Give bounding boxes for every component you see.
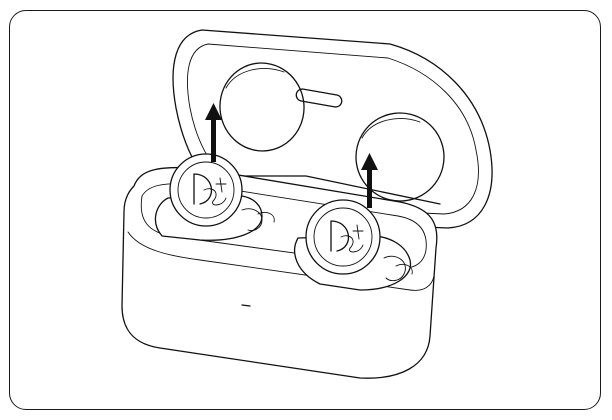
right-earbud bbox=[294, 199, 413, 291]
lid-right-cavity bbox=[355, 112, 445, 202]
left-earbud bbox=[154, 153, 275, 241]
left-lift-arrow bbox=[205, 103, 222, 162]
left-earbud-logo bbox=[193, 173, 227, 206]
right-earbud-logo bbox=[330, 220, 364, 253]
lid-slot bbox=[295, 88, 343, 108]
case-hinge bbox=[227, 175, 441, 205]
status-led bbox=[241, 304, 251, 307]
right-lift-arrow bbox=[361, 153, 378, 208]
